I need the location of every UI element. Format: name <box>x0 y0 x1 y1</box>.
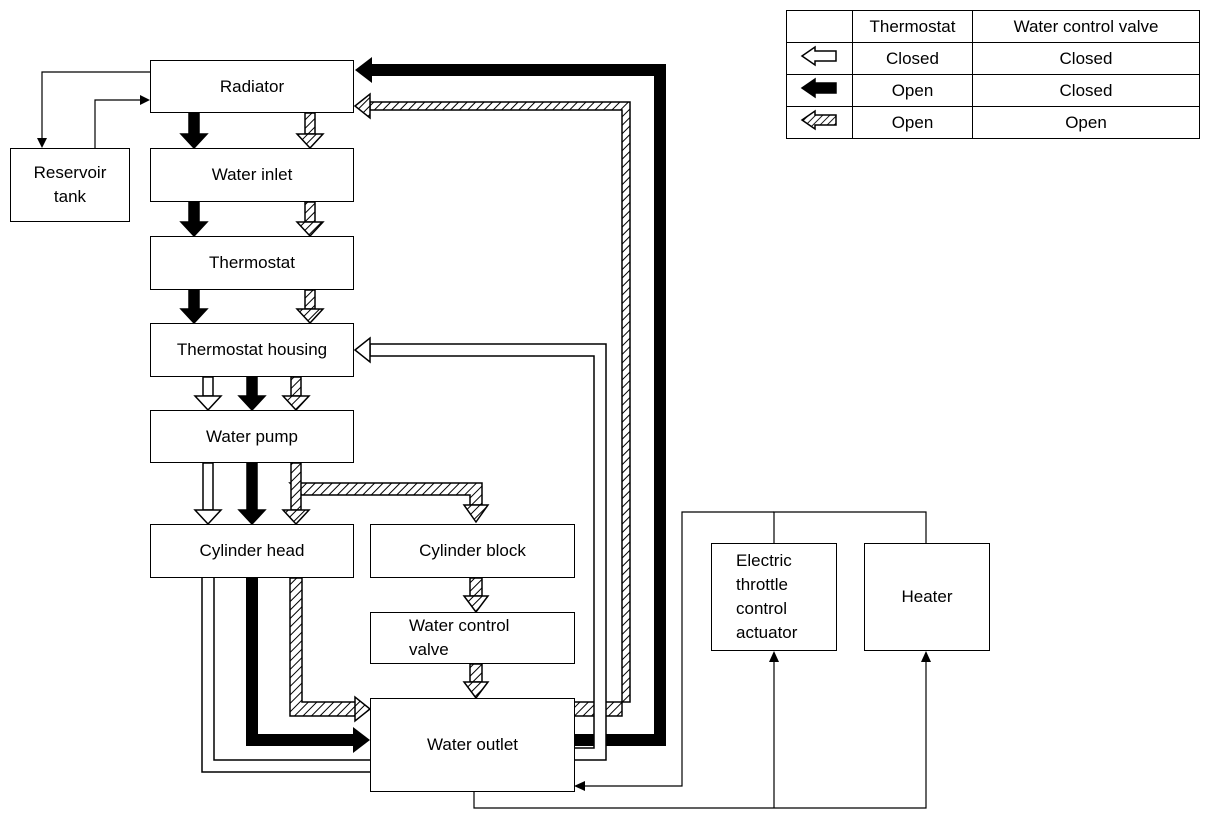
hatched-flow-arrow <box>295 289 325 325</box>
black-arrow-icon <box>786 74 853 107</box>
thermostat-label: Thermostat <box>209 253 295 272</box>
head-to-outlet-white <box>201 578 370 773</box>
legend-valve-cell: Open <box>972 106 1200 139</box>
block-to-valve-arrow <box>462 577 490 614</box>
black-flow-arrow <box>179 112 209 150</box>
black-flow-arrow <box>237 376 267 412</box>
hatched-flow-arrow <box>281 462 311 526</box>
heater-box: Heater <box>864 543 990 651</box>
vertical-flow-arrows <box>179 112 325 526</box>
thermostat-box: Thermostat <box>150 236 354 290</box>
electric-throttle-box: Electric throttle control actuator <box>711 543 837 651</box>
radiator-box: Radiator <box>150 60 354 113</box>
legend-table: Thermostat Water control valve Closed Cl… <box>786 10 1200 139</box>
cylinder-head-box: Cylinder head <box>150 524 354 578</box>
water-inlet-box: Water inlet <box>150 148 354 202</box>
legend-valve-cell: Closed <box>972 74 1200 107</box>
legend-row: Open Open <box>786 106 1200 139</box>
hatched-flow-arrow <box>295 201 325 238</box>
reservoir-tank-box: Reservoir tank <box>10 148 130 222</box>
legend-thermostat-cell: Closed <box>852 42 973 75</box>
legend-header-row: Thermostat Water control valve <box>786 10 1200 43</box>
black-return-pipe <box>355 57 666 746</box>
valve-to-outlet-arrow <box>462 663 490 700</box>
black-flow-arrow <box>179 289 209 325</box>
heater-circuit-lines <box>473 511 931 809</box>
reservoir-tank-label: Reservoir tank <box>33 163 107 206</box>
white-arrow-icon <box>786 42 853 75</box>
head-to-outlet-hatched <box>289 577 372 723</box>
black-flow-arrow <box>179 201 209 238</box>
black-flow-arrow <box>237 462 267 526</box>
pump-to-block-hatched <box>288 482 490 524</box>
white-flow-arrow <box>193 462 223 526</box>
reservoir-lines <box>37 71 150 148</box>
water-control-valve-box: Water control valve <box>370 612 575 664</box>
legend-valve-cell: Closed <box>972 42 1200 75</box>
water-inlet-label: Water inlet <box>211 165 293 184</box>
legend-header-blank <box>786 10 853 43</box>
radiator-label: Radiator <box>219 76 285 96</box>
legend-row: Closed Closed <box>786 42 1200 75</box>
legend-header-valve: Water control valve <box>972 10 1200 43</box>
head-to-outlet-black <box>246 578 370 753</box>
water-control-valve-label: Water control valve <box>409 616 510 659</box>
thermostat-housing-label: Thermostat housing <box>176 340 328 359</box>
legend-row: Open Closed <box>786 74 1200 107</box>
white-return-pipe <box>353 336 607 761</box>
heater-label: Heater <box>901 587 953 606</box>
hatched-arrow-icon <box>786 106 853 139</box>
cylinder-block-box: Cylinder block <box>370 524 575 578</box>
water-pump-box: Water pump <box>150 410 354 463</box>
water-outlet-box: Water outlet <box>370 698 575 792</box>
hatched-flow-arrow <box>281 376 311 412</box>
white-flow-arrow <box>193 376 223 412</box>
cylinder-block-label: Cylinder block <box>419 541 526 560</box>
electric-throttle-label: Electric throttle control actuator <box>736 551 798 642</box>
water-pump-label: Water pump <box>206 426 298 446</box>
water-outlet-label: Water outlet <box>426 735 519 754</box>
legend-thermostat-cell: Open <box>852 74 973 107</box>
cylinder-head-label: Cylinder head <box>199 541 305 560</box>
legend-header-thermostat: Thermostat <box>852 10 973 43</box>
thermostat-housing-box: Thermostat housing <box>150 323 354 377</box>
legend-thermostat-cell: Open <box>852 106 973 139</box>
hatched-flow-arrow <box>295 112 325 150</box>
hatched-return-pipe <box>353 92 631 717</box>
